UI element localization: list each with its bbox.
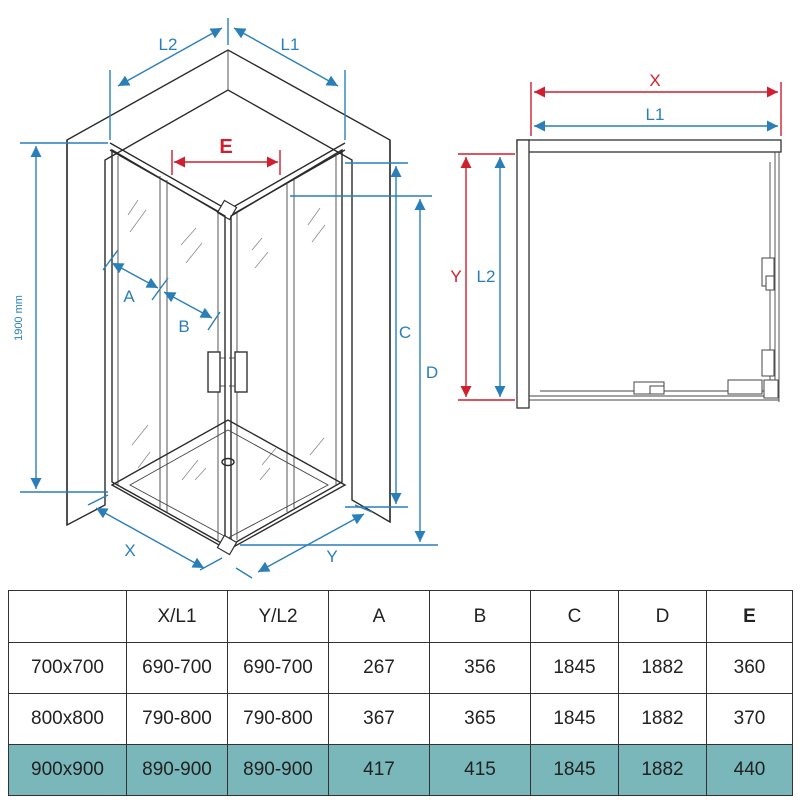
dimension-height: 1900 mm: [13, 142, 108, 493]
walls: [66, 49, 391, 527]
label-a: A: [123, 287, 135, 306]
table-cell: 690-700: [227, 642, 329, 694]
table-cell: 1845: [530, 693, 619, 745]
table-cell: 1845: [530, 744, 619, 796]
table-row: 700x700 690-700 690-700 267 356 1845 188…: [8, 642, 793, 694]
label-d: D: [426, 363, 438, 382]
table-cell: 1882: [618, 693, 707, 745]
header-cell: C: [530, 590, 619, 643]
table-cell: 417: [328, 744, 430, 796]
left-door-panels: [111, 148, 226, 547]
table-cell: 790-800: [227, 693, 329, 745]
table-cell: 890-900: [227, 744, 329, 796]
table-cell: 1882: [618, 744, 707, 796]
right-door-panels: [230, 148, 343, 547]
header-cell: [8, 590, 127, 643]
header-cell: E: [706, 590, 793, 643]
table-cell: 900x900: [8, 744, 127, 796]
table-row: 800x800 790-800 790-800 367 365 1845 188…: [8, 693, 793, 745]
dimension-e: E: [171, 136, 281, 175]
label-b: B: [178, 317, 189, 336]
label-c: C: [399, 323, 411, 342]
table-cell: 367: [328, 693, 430, 745]
dimensions-table: X/L1 Y/L2 A B C D E 700x700 690-700 690-…: [8, 590, 793, 796]
plan-label-y: Y: [450, 267, 461, 286]
dimension-a-b: A B: [102, 249, 221, 336]
table-cell: 890-900: [126, 744, 228, 796]
dimension-l2-l1: L2 L1: [109, 18, 346, 140]
plan-label-x: X: [649, 71, 660, 90]
table-cell: 360: [706, 642, 793, 694]
header-cell: B: [429, 590, 531, 643]
table-cell: 1845: [530, 642, 619, 694]
table-header-row: X/L1 Y/L2 A B C D E: [8, 590, 793, 643]
header-cell: X/L1: [126, 590, 228, 643]
label-y: Y: [326, 547, 337, 566]
dimension-x-y: X Y: [87, 494, 373, 579]
table-cell: 370: [706, 693, 793, 745]
table-cell: 365: [429, 693, 531, 745]
shower-tray: [110, 419, 347, 551]
shower-enclosure-diagram: L2 L1 E A B 1900 mm: [13, 18, 782, 579]
table-cell: 690-700: [126, 642, 228, 694]
label-l2: L2: [159, 35, 178, 54]
label-height: 1900 mm: [13, 295, 25, 341]
table-cell: 800x800: [8, 693, 127, 745]
table-cell: 440: [706, 744, 793, 796]
table-cell: 415: [429, 744, 531, 796]
door-handles: [207, 351, 248, 393]
table-row-highlighted: 900x900 890-900 890-900 417 415 1845 188…: [8, 744, 793, 796]
plan-label-l1: L1: [646, 105, 665, 124]
header-cell: D: [618, 590, 707, 643]
header-cell: Y/L2: [227, 590, 329, 643]
label-e: E: [219, 136, 232, 158]
header-cell: A: [328, 590, 430, 643]
label-l1: L1: [281, 35, 300, 54]
table-cell: 700x700: [8, 642, 127, 694]
table-cell: 267: [328, 642, 430, 694]
table-cell: 1882: [618, 642, 707, 694]
plan-label-l2: L2: [477, 267, 496, 286]
label-x: X: [124, 541, 135, 560]
table-cell: 356: [429, 642, 531, 694]
perspective-view: L2 L1 E A B 1900 mm: [13, 18, 438, 579]
plan-view: X L1 Y L2: [450, 71, 782, 409]
table-cell: 790-800: [126, 693, 228, 745]
